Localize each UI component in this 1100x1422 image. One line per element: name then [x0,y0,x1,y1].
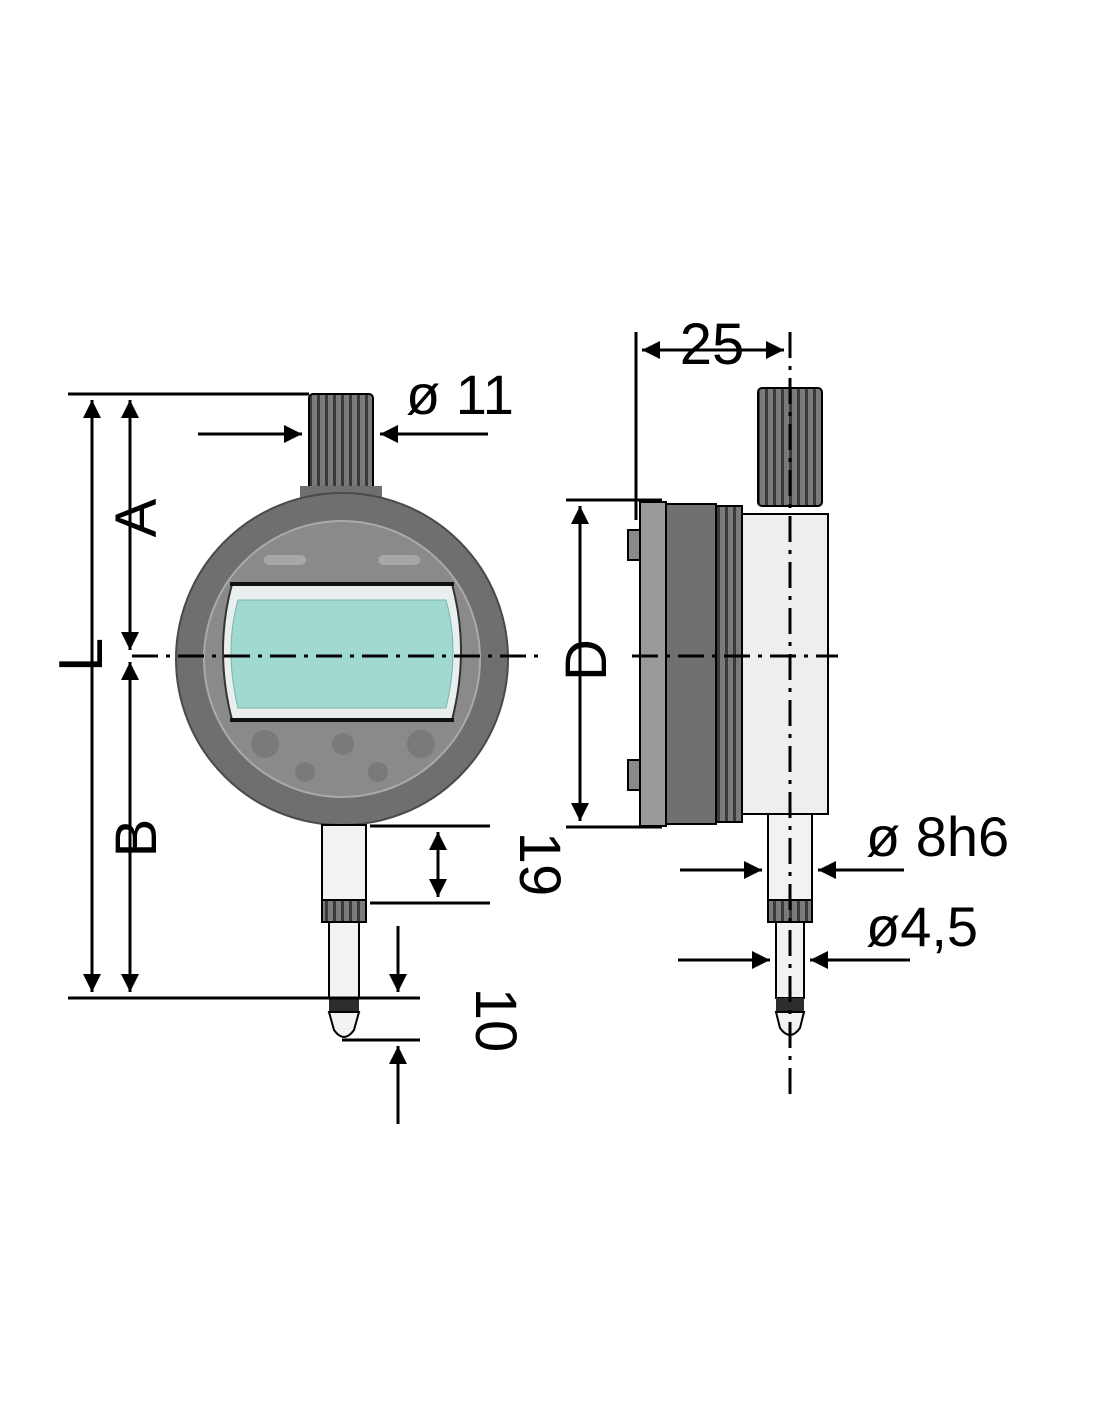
label-dia-8h6: ø 8h6 [866,805,1009,868]
side-case-dark [665,503,717,825]
button-5 [368,762,388,782]
label-B: B [104,819,169,858]
front-slot-left [264,555,306,565]
side-back-lug-bottom [627,759,641,791]
side-back-cover [639,501,667,827]
front-view [132,393,540,1038]
button-1 [251,730,279,758]
side-bezel [715,505,743,823]
front-stem-thread [321,899,367,923]
front-stem [321,824,367,901]
button-3 [407,730,435,758]
label-19: 19 [507,832,572,897]
lcd-screen [230,599,454,709]
label-25: 25 [680,312,745,377]
front-tip-ring [329,998,359,1012]
label-D: D [554,639,619,681]
label-dia-4-5: ø4,5 [866,895,978,958]
side-dimensions: 25 D ø 8h6 ø4,5 [554,312,1009,969]
label-dia-11: ø 11 [406,363,514,426]
side-view [627,332,838,1100]
label-10: 10 [463,988,528,1053]
front-spindle [328,921,360,999]
side-case-light [741,513,829,815]
label-L: L [47,638,116,672]
button-4 [295,762,315,782]
front-slot-right [378,555,420,565]
label-A: A [104,498,169,537]
front-tip [327,1011,361,1038]
side-back-lug-top [627,529,641,561]
button-2 [332,733,354,755]
front-knob [308,393,374,495]
side-tip-ring [776,998,804,1012]
front-dimensions: L A B ø 11 19 10 [47,363,572,1124]
